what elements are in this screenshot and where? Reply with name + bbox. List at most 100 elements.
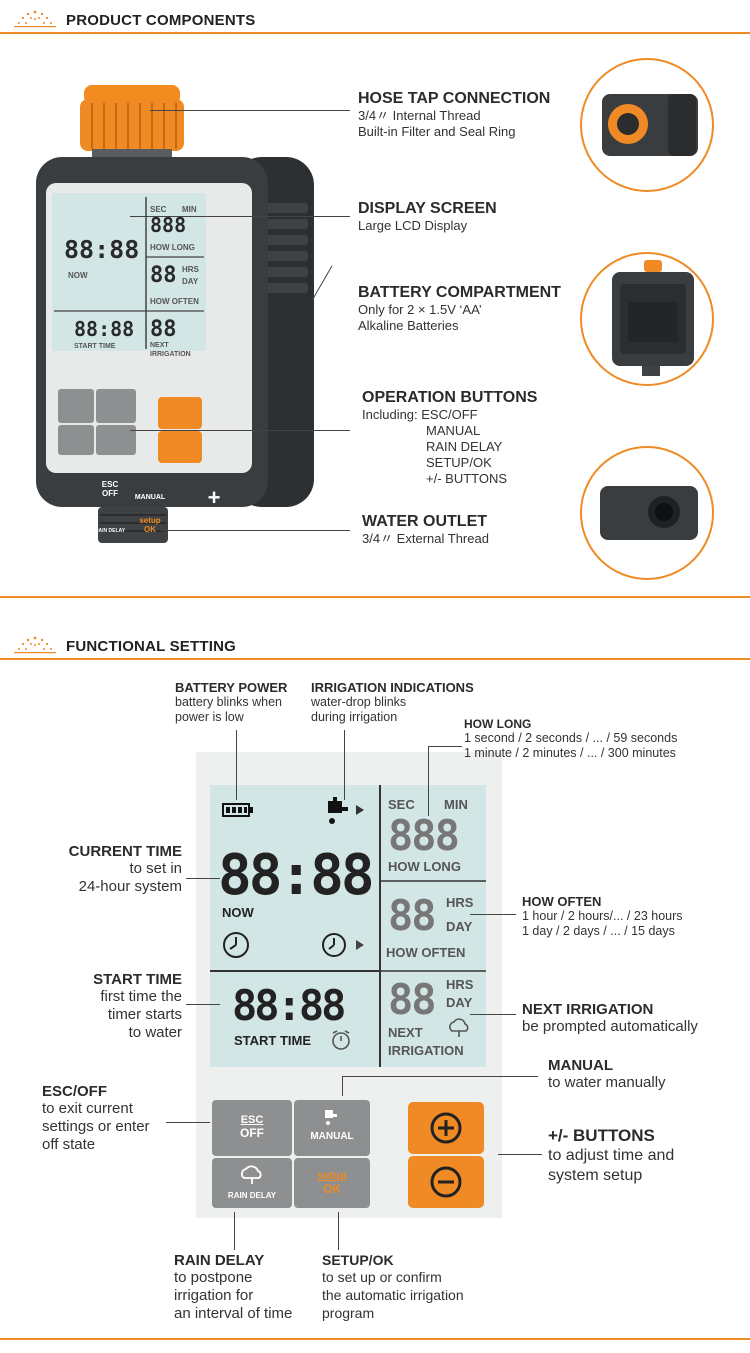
leader-hose [150,110,350,111]
manual-tap-icon [325,1110,337,1125]
device-lcd-sec: SEC [150,205,167,214]
lcd-next-label: NEXT [388,1025,423,1040]
callout-battery-power-title: BATTERY POWER [175,680,288,695]
sunburst-icon-2 [14,636,56,654]
lcd-howlong-label: HOW LONG [388,859,461,874]
callout-current-time-line2: 24-hour system [78,878,182,895]
callout-battery: BATTERY COMPARTMENT Only for 2 × 1.5V ‘A… [358,284,561,334]
callout-irrigation-line1: water-drop blinks [311,695,407,709]
alarm-icon [332,1030,350,1050]
rain-delay-button[interactable]: RAIN DELAY [212,1158,292,1208]
callout-manual: MANUAL to water manually [548,1057,666,1092]
callout-buttons-line2: MANUAL [426,423,481,438]
callout-manual-title: MANUAL [548,1057,613,1074]
lcd-now-label: NOW [222,905,254,920]
device-lcd-hrs: HRS [182,265,199,274]
plus-button[interactable] [408,1102,484,1154]
leader-next-irrigation [470,1014,516,1015]
device-esc-off-button[interactable]: ESC OFF [92,474,128,508]
callout-buttons-line5: +/- BUTTONS [426,471,508,486]
device-rain-delay-button[interactable]: RAIN DELAY [92,510,128,540]
device-manual-label: MANUAL [134,494,166,501]
circle-hose-detail [580,58,714,192]
leader-howlong-v [428,746,429,816]
lcd-digits-next: 88 [388,975,437,1024]
callout-how-long-line1: 1 second / 2 seconds / ... / 59 seconds [464,731,678,745]
device-lcd-now: NOW [68,271,88,280]
leader-how-often [470,914,516,915]
esc-off-button[interactable]: ESC OFF [212,1100,292,1156]
leader-display [130,216,350,217]
callout-buttons-title: OPERATION BUTTONS [362,389,538,406]
device-ok-label: OK [144,525,156,534]
manual-button[interactable]: MANUAL [294,1100,370,1156]
callout-plus-minus-line1: to adjust time and [548,1147,675,1164]
ok-label: OK [323,1182,341,1196]
device-body-graphic [36,85,314,543]
callout-plus-minus-title: +/- BUTTONS [548,1126,655,1145]
callout-next-irrigation-line1: be prompted automatically [522,1018,698,1035]
callout-hose-line1: 3/4〃 Internal Thread [358,108,481,123]
callout-start-time-title: START TIME [93,971,182,988]
device-setup-label: setup [139,516,161,525]
tap-icon [328,797,364,824]
callout-hose-title: HOSE TAP CONNECTION [358,90,551,107]
section2-header: FUNCTIONAL SETTING [14,634,734,658]
leader-rain-delay [234,1212,235,1250]
callout-how-long-line2: 1 minute / 2 minutes / ... / 300 minutes [464,746,676,760]
plus-circle-icon [430,1112,462,1144]
circle-battery-detail [580,252,714,386]
device-rain-delay-label: RAIN DELAY [94,528,126,534]
device-minus-button[interactable]: − [192,516,236,548]
callout-irrigation-title: IRRIGATION INDICATIONS [311,680,474,695]
section1-header: PRODUCT COMPONENTS [14,8,734,32]
callout-irrigation-line2: during irrigation [311,710,398,724]
callout-setup-ok-line2: the automatic irrigation [322,1287,464,1303]
device-esc-label: ESC [101,480,119,489]
callout-esc-off-line1: to exit current [42,1100,133,1117]
callout-esc-off: ESC/OFF to exit current settings or ente… [42,1083,150,1154]
leader-outlet [160,530,350,531]
device-minus-label: − [207,519,221,544]
device-lcd-howoften: HOW OFTEN [150,297,199,306]
lcd-digits-start: 88:88 [232,981,346,1030]
lcd-irrigation-label: IRRIGATION [388,1043,464,1058]
device-illustration: SEC MIN 888 HOW LONG 88:88 NOW 88 HRS DA… [34,85,324,545]
cloud-icon [449,1018,469,1037]
big-lcd-lines [210,785,486,1067]
battery-detail-graphic [612,260,694,376]
callout-start-time-line3: to water [128,1024,182,1041]
callout-current-time: CURRENT TIME to set in 24-hour system [40,843,182,896]
device-lcd-next: NEXT [150,342,169,349]
device-manual-button[interactable]: MANUAL [130,474,170,508]
callout-battery-line1: Only for 2 × 1.5V ‘AA’ [358,302,482,317]
callout-setup-ok: SETUP/OK to set up or confirm the automa… [322,1252,464,1322]
callout-rain-delay-line1: to postpone [174,1269,253,1286]
callout-display-line1: Large LCD Display [358,218,468,233]
device-lcd-digits-next: 88 [150,317,177,342]
callout-rain-delay-line3: an interval of time [174,1305,293,1322]
callout-how-often-line2: 1 day / 2 days / ... / 15 days [522,924,675,938]
callout-current-time-title: CURRENT TIME [68,843,182,860]
rain-cloud-icon [241,1165,262,1184]
device-lcd-howlong: HOW LONG [150,243,195,252]
device-plus-button[interactable]: + [192,482,236,514]
device-lcd-digits-howlong: 888 [150,213,187,237]
minus-button[interactable] [408,1156,484,1208]
callout-battery-power-line2: power is low [175,710,244,724]
device-setup-ok-button[interactable]: setup OK [130,510,170,540]
callout-how-often-line1: 1 hour / 2 hours/... / 23 hours [522,909,683,923]
leader-howlong-h [428,746,462,747]
outlet-detail-graphic [600,486,698,540]
lcd-digits-howlong: 888 [388,811,460,860]
callout-hose-line2: Built-in Filter and Seal Ring [358,124,516,139]
minus-circle-icon [430,1166,462,1198]
callout-rain-delay-title: RAIN DELAY [174,1252,265,1269]
callout-outlet-title: WATER OUTLET [362,513,488,530]
callout-buttons-line1: Including: ESC/OFF [362,407,478,422]
setup-ok-button[interactable]: setup OK [294,1158,370,1208]
callout-battery-title: BATTERY COMPARTMENT [358,284,561,301]
callout-hose: HOSE TAP CONNECTION 3/4〃 Internal Thread… [358,90,550,140]
callout-plus-minus: +/- BUTTONS to adjust time and system se… [548,1126,674,1186]
callout-setup-ok-line3: program [322,1305,375,1321]
